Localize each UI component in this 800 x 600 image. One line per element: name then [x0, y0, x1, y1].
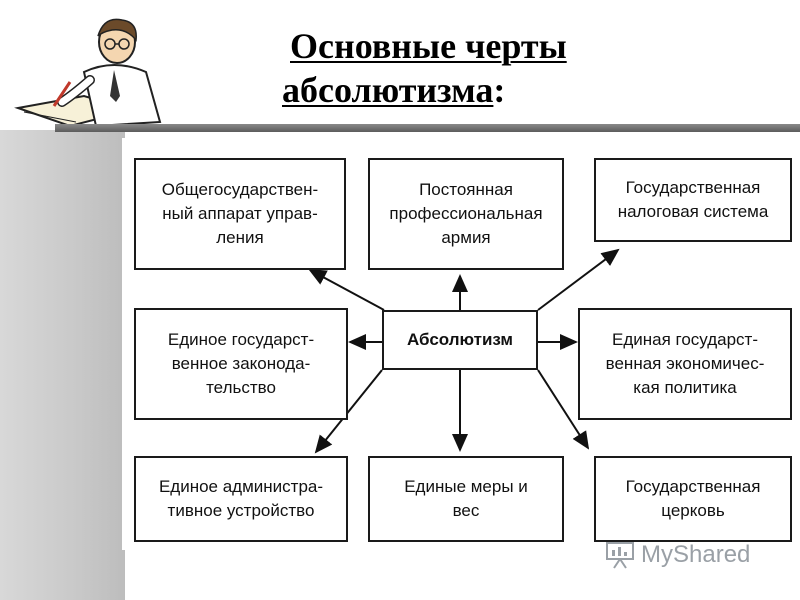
arrow-to-bottom-right [537, 369, 590, 450]
header-divider [55, 124, 800, 132]
title-line-2: абсолютизма [282, 70, 494, 110]
watermark: MyShared [605, 540, 750, 570]
box-center-absolutism: Абсолютизм [382, 310, 538, 370]
box-mid-right: Единая государст- венная экономичес- кая… [578, 308, 792, 420]
box-bottom-center: Единые меры и вес [368, 456, 564, 542]
writing-clerk-illustration [14, 18, 162, 128]
box-bottom-left: Единое администра- тивное устройство [134, 456, 348, 542]
box-top-right: Государственная налоговая система [594, 158, 792, 242]
left-gradient-strip [0, 130, 125, 600]
page-title: Основные черты абсолютизма: [282, 24, 702, 112]
title-line-1: Основные черты [290, 26, 567, 66]
watermark-text: MyShared [641, 541, 751, 568]
arrow-to-top-right [537, 248, 620, 311]
box-mid-left: Единое государст- венное законода- тельс… [134, 308, 348, 420]
title-colon: : [493, 70, 506, 110]
absolutism-diagram: Общегосударствен- ный аппарат управ- лен… [122, 138, 800, 550]
box-bottom-right: Государственная церковь [594, 456, 792, 542]
presentation-board-icon [606, 542, 634, 569]
diagram-arrows [308, 248, 620, 454]
arrow-to-top-left [308, 269, 385, 311]
box-top-left: Общегосударствен- ный аппарат управ- лен… [134, 158, 346, 270]
arrow-to-bottom-left [314, 369, 383, 454]
box-top-center: Постоянная профессиональная армия [368, 158, 564, 270]
